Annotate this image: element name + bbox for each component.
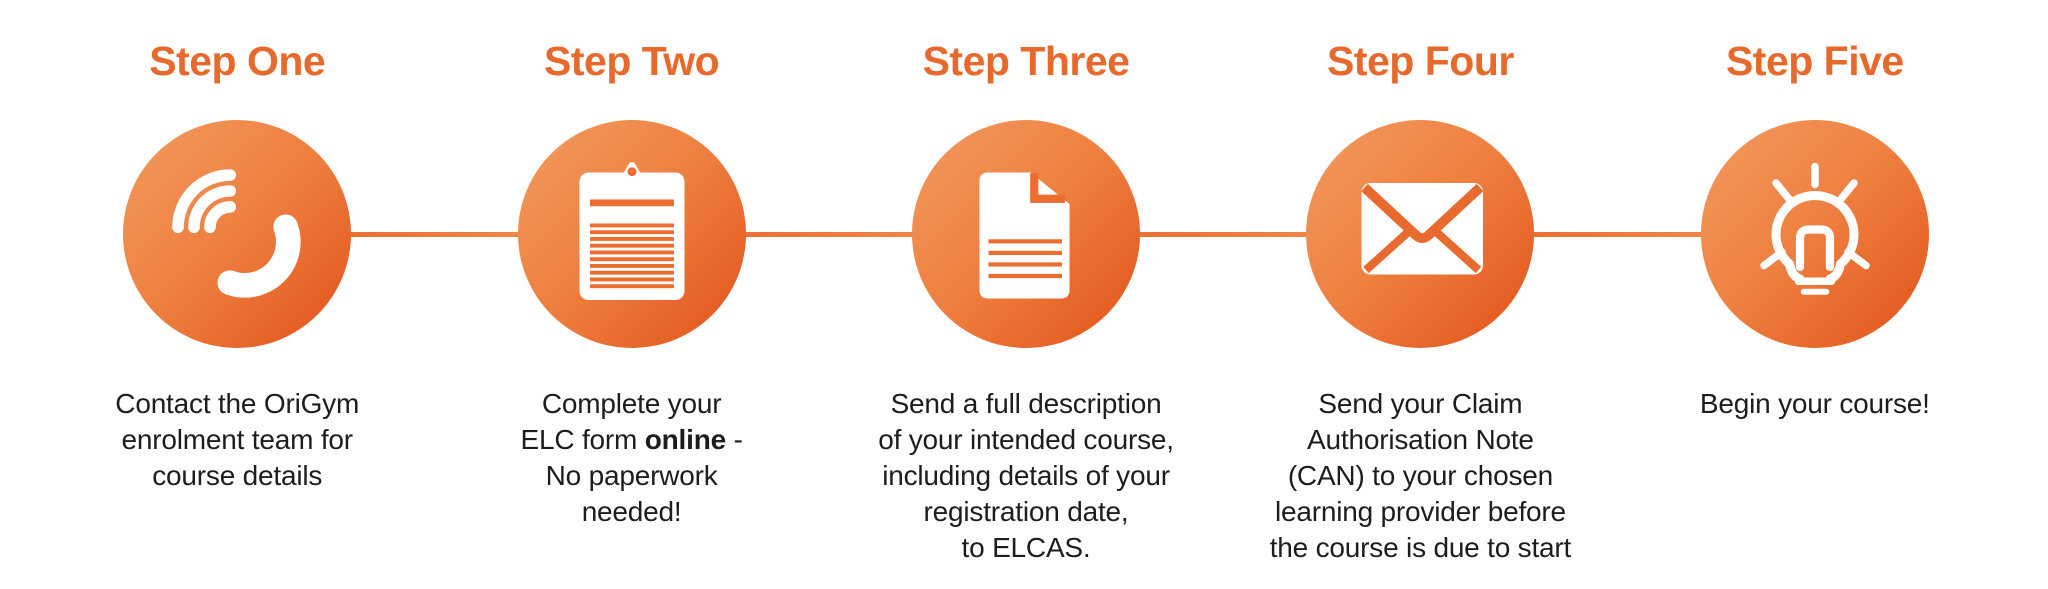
step-two: Step Two [434,0,828,589]
description-line: learning provider before [1274,496,1566,527]
step-title: Step Three [922,38,1130,84]
description-line: course details [152,460,323,491]
step-circle [1306,120,1535,348]
step-title: Step Four [1327,38,1514,84]
description-line: Complete your [541,388,722,419]
description-line: needed! [581,496,682,527]
step-circle [1700,120,1929,348]
step-three: Step Three Send a full description of yo… [829,0,1223,589]
envelope-icon [1361,183,1484,275]
description-line: Send your Claim [1318,388,1523,419]
lightbulb-icon [1760,162,1870,295]
step-description: Send a full description of your intended… [878,386,1174,566]
description-line: the course is due to start [1269,532,1572,563]
description-line: enrolment team for [121,424,354,455]
step-four: Step Four Send your Claim Authorisation … [1223,0,1617,589]
description-line: including details of your [882,460,1170,491]
step-description: Contact the OriGym enrolment team for co… [115,386,359,494]
description-line: (CAN) to your chosen [1287,460,1554,491]
step-title: Step One [149,38,326,84]
step-one: Step One Contact the OriGym enrolment te… [40,0,434,589]
step-circle [912,120,1141,348]
step-description: Complete your ELC form online - No paper… [521,386,743,530]
step-circle [123,120,352,348]
description-line: No paperwork [545,460,718,491]
document-icon [979,172,1070,299]
step-title: Step Five [1725,38,1904,84]
description-line: to ELCAS. [961,532,1091,563]
phone-call-icon [171,168,301,298]
step-description: Begin your course! [1700,386,1930,422]
description-line: ELC form online - [520,424,743,455]
step-description: Send your Claim Authorisation Note (CAN)… [1269,386,1572,566]
description-line: Contact the OriGym [115,388,360,419]
clipboard-form-icon [579,162,685,300]
description-line: of your intended course, [878,424,1174,455]
step-five: Step Five [1618,0,2012,589]
description-line: registration date, [923,496,1129,527]
description-line: Authorisation Note [1307,424,1534,455]
step-title: Step Two [544,38,720,84]
description-line: Send a full description [890,388,1162,419]
step-circle [517,120,746,348]
description-line: Begin your course! [1699,388,1930,419]
